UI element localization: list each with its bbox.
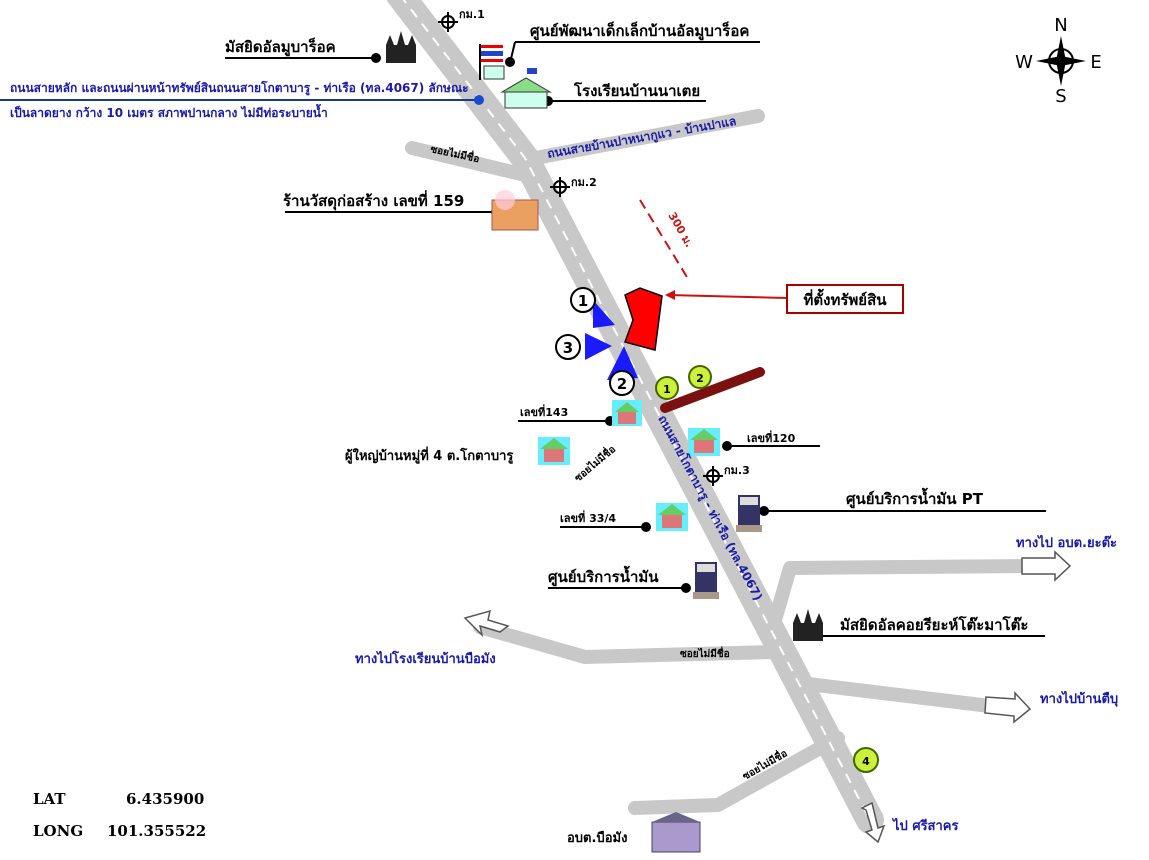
building-icon [491,190,539,231]
arrow-east-tuebu [984,691,1032,724]
property-parcel [624,287,663,351]
house-icons [538,400,720,531]
leader-lines [0,41,1046,637]
label-sao: อบต.บือมัง [567,830,627,846]
access-road [660,367,765,413]
direction-yata: ทางไป อบต.ยะต๊ะ [1016,534,1117,551]
green-markers: 1 2 4 [655,365,879,773]
mosque-icon [793,609,823,641]
direction-tuebu: ทางไปบ้านตืบุ [1040,690,1118,707]
compass-w: W [1015,52,1033,73]
lat-label: LAT [33,790,66,808]
road-note-line-2: เป็นลาดยาง กว้าง 10 เมตร สภาพปานกลาง ไม่… [10,103,328,120]
mosque-icon [386,31,416,63]
photo-marker-3: 3 [563,339,573,357]
government-office-icon [651,812,701,853]
compass-icon: N S E W [1015,15,1102,107]
label-unnamed-road: ซอยไม่มีชื่อ [680,646,730,660]
long-value: 101.355522 [107,822,206,840]
label-gas: ศูนย์บริการน้ำมัน [548,565,659,587]
house-icon [688,428,720,456]
label-house-33-4: เลขที่ 33/4 [560,510,616,525]
gas-pump-icon [736,495,762,532]
photo-arrow-3 [585,333,612,360]
property-label-box [786,284,904,314]
road-note-line-1: ถนนสายหลัก และถนนผ่านหน้าทรัพย์สินถนนสาย… [10,80,469,96]
distance-line [639,199,691,283]
lat-value: 6.435900 [126,790,204,808]
direction-arrows [463,550,1072,844]
green-marker-2: 2 [696,372,704,385]
compass-s: S [1055,86,1066,107]
thai-flag-icon [479,44,505,80]
km-marker-3: กม.3 [724,464,750,477]
photo-direction-arrows [585,300,638,380]
house-icon [612,400,642,426]
direction-school-buemang: ทางไปโรงเรียนบ้านบือมัง [355,650,496,667]
label-headman: ผู้ใหญ่บ้านหมู่ที่ 4 ต.โกตาบารู [345,446,513,464]
label-hardware: ร้านวัสดุก่อสร้าง เลขที่ 159 [283,190,464,211]
photo-marker-2: 2 [617,375,627,393]
label-house-120: เลขที่120 [747,430,796,445]
house-icon [656,503,688,531]
road-to-tuebu [793,676,997,713]
school-icon [500,68,552,109]
distance-label: 300 ม. [665,210,695,250]
road-to-sao [628,731,845,815]
km-marker-icons [438,12,723,486]
label-school: โรงเรียนบ้านนาเตย [573,81,700,100]
photo-marker-1: 1 [578,292,588,310]
photo-arrow-1 [593,300,615,328]
km-marker-1: กม.1 [459,8,485,21]
label-house-143: เลขที่143 [520,404,568,419]
road-side-top [518,109,765,167]
green-marker-4: 4 [862,755,870,768]
road-to-yata [768,559,1037,627]
label-gas-pt: ศูนย์บริการน้ำมัน PT [846,487,984,509]
gas-pump-icon [693,562,719,599]
compass-n: N [1054,15,1067,36]
direction-srisakhon: ไป ศรีสาคร [891,817,958,834]
main-road-centerline [402,0,871,821]
label-road-side-top: ถนนสายบ้านปาหนากูแว - บ้านปาแล [546,114,737,162]
property-pointer [667,294,788,299]
side-roads [405,109,1037,815]
road-unnamed-top [405,141,532,182]
long-label: LONG [33,822,83,840]
km-marker-2: กม.2 [571,176,597,189]
label-unnamed-road: ซอยไม่มีชื่อ [571,442,618,485]
label-mosque-top: มัสยิดอัลมูบาร็อค [225,37,336,57]
house-icon [538,437,570,465]
green-marker-1: 1 [663,383,671,396]
label-mosque-bottom: มัสยิดอัลคอยรียะห์โต๊ะมาโต๊ะ [840,615,1028,634]
label-childcare: ศูนย์พัฒนาเด็กเล็กบ้านอัลมูบาร็อค [530,21,749,41]
arrow-south-srisakhon [860,801,886,844]
property-label: ที่ตั้งทรัพย์สิน [804,288,888,309]
photo-markers: 1 2 3 [555,287,635,396]
compass-e: E [1090,52,1101,73]
road-unnamed-west [473,620,779,664]
arrow-west-school [463,609,510,638]
arrow-east-yata [1021,550,1072,582]
photo-arrow-2 [607,346,638,380]
